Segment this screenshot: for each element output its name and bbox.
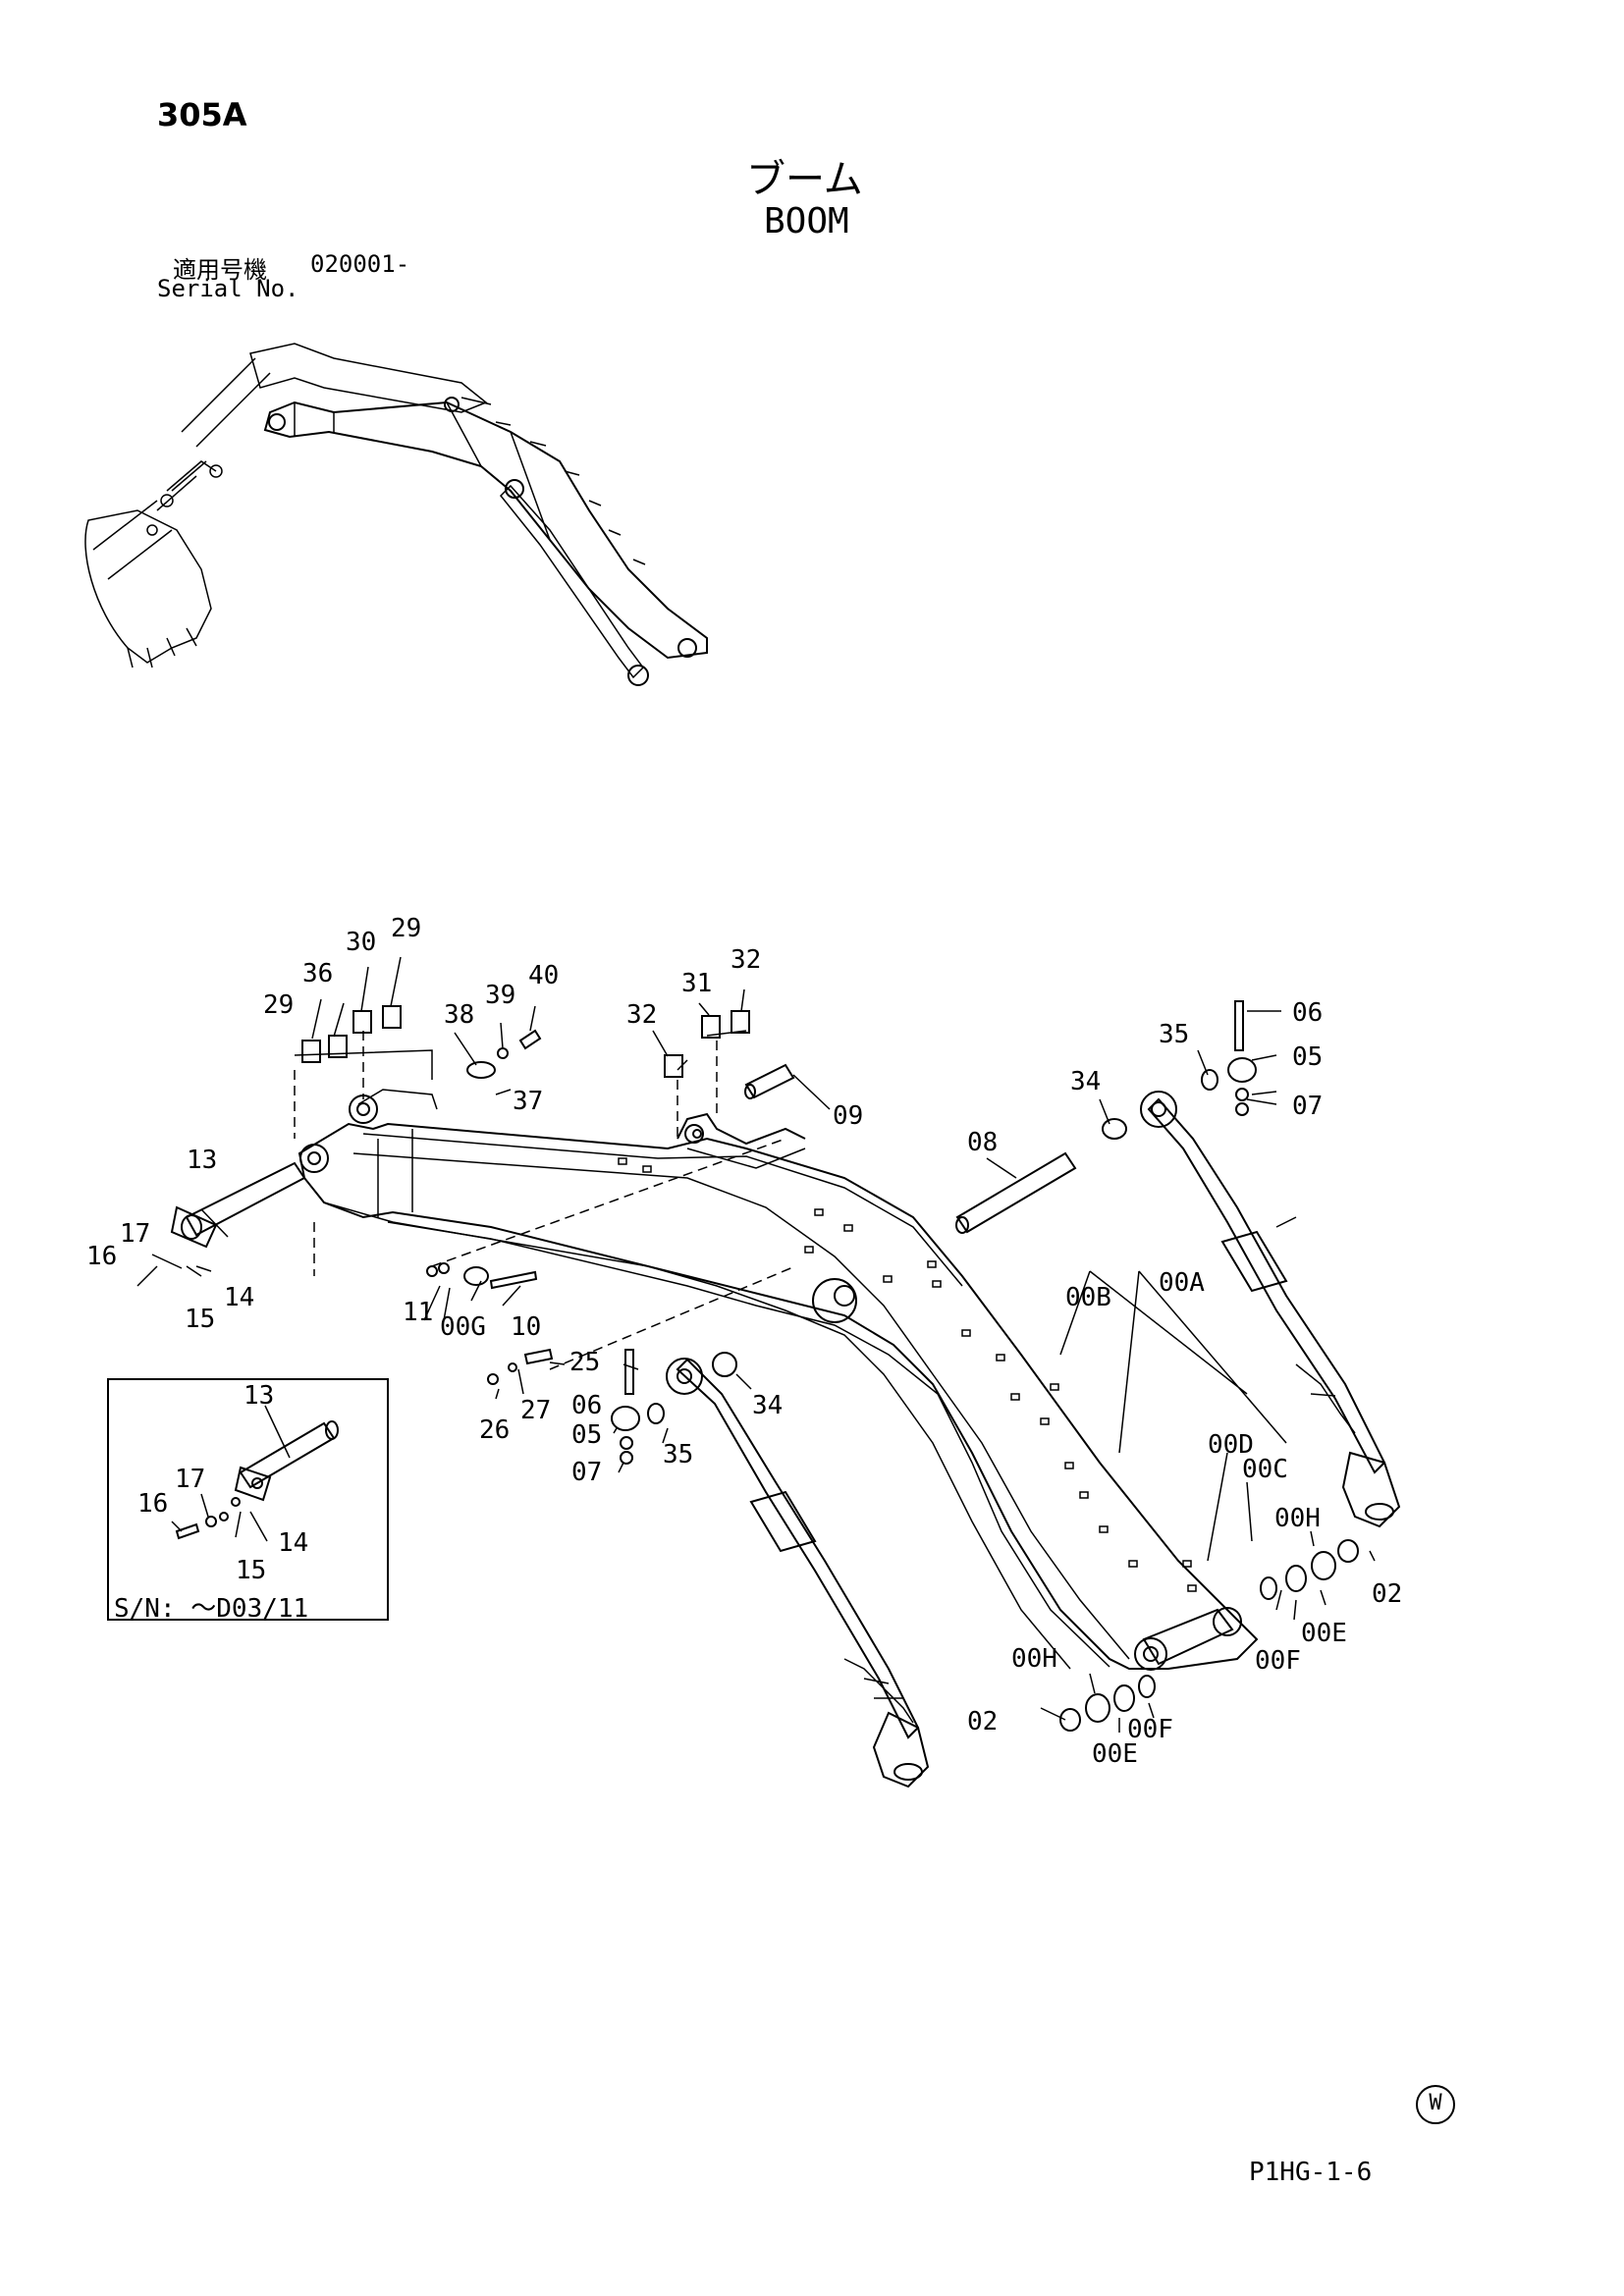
svg-text:07: 07 [1292,1092,1323,1121]
svg-text:32: 32 [626,1000,657,1030]
svg-text:17: 17 [175,1465,205,1494]
svg-text:29: 29 [263,990,294,1020]
svg-text:36: 36 [302,959,333,988]
page-title: BOOM [764,201,849,241]
svg-text:16: 16 [137,1489,168,1519]
svg-text:17: 17 [120,1219,150,1249]
inset-box: 13 17 16 14 15 [107,1378,389,1621]
watermark-mark: W [1416,2085,1455,2124]
serial-label-japanese: 適用号機 [173,256,267,284]
svg-text:37: 37 [513,1087,543,1116]
svg-text:32: 32 [731,945,761,975]
svg-text:09: 09 [833,1101,863,1131]
svg-text:07: 07 [571,1458,602,1487]
document-code: P1HG-1-6 [1249,2158,1373,2187]
svg-text:10: 10 [511,1312,541,1342]
svg-text:06: 06 [571,1391,602,1420]
svg-text:27: 27 [520,1396,551,1425]
svg-text:14: 14 [224,1283,254,1312]
inset-serial-note: S/N: ～D03/11 [114,1594,309,1624]
svg-text:15: 15 [185,1305,215,1334]
svg-text:00F: 00F [1255,1646,1301,1676]
main-boom-assembly: 29 30 36 29 40 39 38 37 32 31 32 09 06 0… [86,914,1402,1789]
svg-text:39: 39 [485,981,515,1010]
svg-text:35: 35 [663,1440,693,1469]
svg-text:00G: 00G [440,1312,486,1342]
svg-text:05: 05 [571,1420,602,1450]
serial-label: Serial No. [157,275,299,302]
svg-text:40: 40 [528,961,559,990]
svg-text:11: 11 [403,1298,433,1327]
svg-text:25: 25 [569,1348,600,1377]
overview-sketch [84,343,708,686]
svg-text:00A: 00A [1159,1268,1205,1298]
svg-text:02: 02 [967,1707,998,1736]
svg-text:00B: 00B [1065,1283,1111,1312]
svg-text:34: 34 [1070,1067,1101,1096]
svg-text:00F: 00F [1127,1715,1173,1744]
svg-text:00H: 00H [1274,1504,1321,1533]
svg-text:15: 15 [236,1556,266,1585]
svg-text:30: 30 [346,928,376,957]
page-title-japanese: ブーム [746,157,863,202]
svg-text:34: 34 [752,1391,783,1420]
svg-text:00E: 00E [1301,1619,1347,1648]
svg-text:02: 02 [1372,1579,1402,1609]
svg-text:13: 13 [187,1146,217,1175]
svg-text:38: 38 [444,1000,474,1030]
svg-text:14: 14 [278,1528,308,1558]
svg-text:35: 35 [1159,1020,1189,1049]
svg-text:00D: 00D [1208,1430,1254,1460]
svg-text:13: 13 [244,1381,274,1411]
svg-text:31: 31 [681,969,712,998]
serial-value: 020001- [310,250,410,278]
page-code: 305A [157,96,247,133]
svg-text:00C: 00C [1242,1455,1288,1484]
svg-text:05: 05 [1292,1042,1323,1072]
svg-text:29: 29 [391,914,421,943]
svg-text:08: 08 [967,1128,998,1157]
svg-text:00H: 00H [1011,1644,1057,1674]
svg-text:16: 16 [86,1242,117,1271]
svg-text:26: 26 [479,1415,510,1445]
svg-text:06: 06 [1292,998,1323,1028]
svg-text:00E: 00E [1092,1739,1138,1769]
